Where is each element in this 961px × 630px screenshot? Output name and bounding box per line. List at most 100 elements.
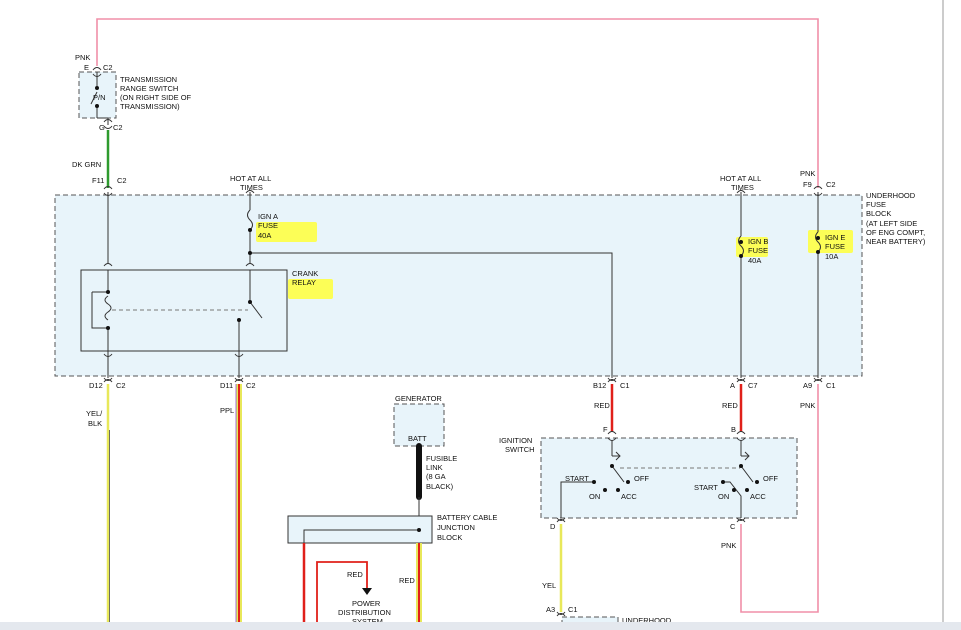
- connector-b12: [607, 377, 617, 383]
- label-ign-sw-2: SWITCH: [505, 445, 535, 454]
- label-b: B: [731, 425, 736, 434]
- connector-relay-top: [103, 263, 255, 267]
- label-d: D: [550, 522, 556, 531]
- label-c2-f9: C2: [826, 180, 836, 189]
- label-c2-e: C2: [103, 63, 113, 72]
- label-c7-a: C7: [748, 381, 758, 390]
- label-ufb-4: (AT LEFT SIDE: [866, 219, 917, 228]
- label-trs-4: TRANSMISSION): [120, 102, 180, 111]
- label-f11: F11: [92, 176, 104, 185]
- label-ign-a-1: IGN A: [258, 212, 278, 221]
- label-pn: P/N: [93, 93, 106, 102]
- label-hot1-1: HOT AT ALL: [230, 174, 271, 183]
- label-on-1: ON: [589, 492, 600, 501]
- label-trs-1: TRANSMISSION: [120, 75, 177, 84]
- connector-b: [736, 431, 746, 441]
- label-fl-2: LINK: [426, 463, 443, 472]
- highlight-ign-e: [808, 230, 853, 253]
- pink-wire-top: [96, 18, 819, 188]
- label-acc-2: ACC: [750, 492, 766, 501]
- connector-hot1: [245, 190, 255, 194]
- label-c1-a3: C1: [568, 605, 578, 614]
- label-dk-grn: DK GRN: [72, 160, 101, 169]
- label-c2-g: C2: [113, 123, 123, 132]
- label-generator: GENERATOR: [395, 394, 442, 403]
- label-pds-2: DISTRIBUTION: [338, 608, 391, 617]
- label-off-1: OFF: [634, 474, 649, 483]
- ign-sw1-start-lead: [560, 481, 594, 518]
- label-trs-2: RANGE SWITCH: [120, 84, 178, 93]
- connector-a3: [556, 611, 566, 617]
- connector-d: [556, 517, 566, 523]
- label-a3: A3: [546, 605, 555, 614]
- connector-f: [607, 431, 617, 441]
- label-yel-blk-1: YEL/: [86, 409, 103, 418]
- ign-sw2-blade: [740, 465, 754, 483]
- relay-coil-left: [91, 292, 108, 329]
- label-c2-d11: C2: [246, 381, 256, 390]
- label-b12: B12: [593, 381, 606, 390]
- label-on-2: ON: [718, 492, 729, 501]
- ign-sw1-blade: [611, 465, 625, 483]
- label-ufb-5: OF ENG COMPT,: [866, 228, 925, 237]
- label-bcj-3: BLOCK: [437, 533, 462, 542]
- label-ign-sw-1: IGNITION: [499, 436, 532, 445]
- label-red-right: RED: [399, 576, 415, 585]
- relay-switch-blade: [249, 301, 263, 319]
- label-crank-2: RELAY: [292, 278, 316, 287]
- ignition-switch-box: [540, 437, 798, 519]
- label-acc-1: ACC: [621, 492, 637, 501]
- label-pds-1: POWER: [352, 599, 381, 608]
- label-e: E: [84, 63, 89, 72]
- label-ign-e-3: 10A: [825, 252, 838, 261]
- label-f: F: [603, 425, 608, 434]
- label-bcj-2: JUNCTION: [437, 523, 475, 532]
- label-d11: D11: [220, 381, 233, 390]
- label-fl-1: FUSIBLE: [426, 454, 457, 463]
- pds-arrow: [362, 588, 372, 595]
- ign-a-to-b12: [250, 252, 613, 378]
- label-underhood-bottom: UNDERHOOD: [622, 616, 672, 625]
- label-c: C: [730, 522, 736, 531]
- label-ign-e-2: FUSE: [825, 242, 845, 251]
- connector-g: [103, 119, 113, 129]
- label-pnk-a9: PNK: [800, 401, 815, 410]
- label-g: G: [99, 123, 105, 132]
- label-ign-a-3: 40A: [258, 231, 271, 240]
- label-ufb-3: BLOCK: [866, 209, 891, 218]
- connector-c: [736, 517, 746, 523]
- connector-a9: [813, 377, 823, 383]
- label-start-2: START: [694, 483, 718, 492]
- connector-f11: [103, 186, 113, 196]
- label-c2-f11: C2: [117, 176, 127, 185]
- label-start-1: START: [565, 474, 589, 483]
- label-pnk-left: PNK: [75, 53, 90, 62]
- ign-e-fuse-symbol: [815, 231, 821, 253]
- ign-b-fuse-symbol: [738, 235, 744, 257]
- label-f9: F9: [803, 180, 812, 189]
- label-red-b12: RED: [594, 401, 610, 410]
- label-red-pds: RED: [347, 570, 363, 579]
- label-ufb-1: UNDERHOOD: [866, 191, 916, 200]
- connector-d11: [234, 377, 244, 383]
- label-c2-d12: C2: [116, 381, 126, 390]
- label-a9: A9: [803, 381, 812, 390]
- label-fl-3: (8 GA: [426, 472, 446, 481]
- ign-a-fuse-symbol: [247, 209, 253, 231]
- bottom-scrollbar[interactable]: [0, 622, 961, 630]
- label-batt: BATT: [408, 434, 427, 443]
- connector-hot2: [736, 190, 746, 194]
- label-off-2: OFF: [763, 474, 778, 483]
- label-a: A: [730, 381, 735, 390]
- label-d12: D12: [89, 381, 103, 390]
- label-pnk-right: PNK: [800, 169, 815, 178]
- label-hot2-2: TIMES: [731, 183, 754, 192]
- label-ign-b-2: FUSE: [748, 246, 768, 255]
- label-hot2-1: HOT AT ALL: [720, 174, 761, 183]
- label-ign-b-1: IGN B: [748, 237, 768, 246]
- red-wire-pds: [316, 561, 368, 622]
- connector-d12: [103, 377, 113, 383]
- pink-wire-bottom: [740, 384, 819, 613]
- label-ufb-2: FUSE: [866, 200, 886, 209]
